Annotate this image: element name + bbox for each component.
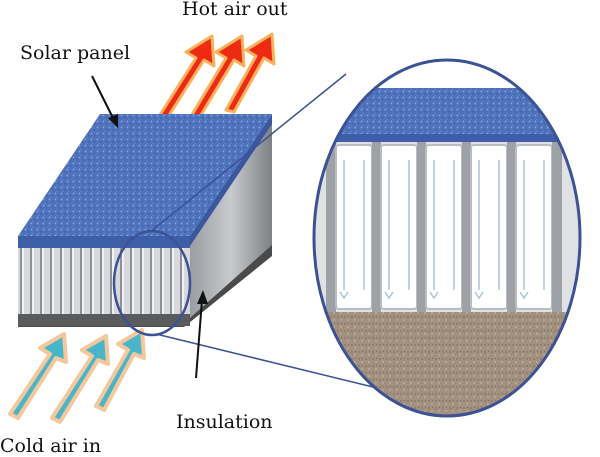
insulation-layer — [18, 243, 272, 327]
insulation-pointer — [195, 299, 203, 379]
insulation-label: Insulation — [176, 411, 273, 433]
hot-air-arrow-icon — [156, 34, 216, 122]
zoom-indicator — [112, 73, 419, 399]
hot-air-out-label: Hot air out — [182, 0, 288, 20]
solar-panel-surface — [18, 114, 272, 236]
zoom-panel-layer — [314, 88, 580, 138]
cold-air-in-label: Cold air in — [0, 435, 102, 457]
cold-air-arrow-icon — [94, 328, 146, 412]
solar-panel-label: Solar panel — [20, 42, 131, 64]
collector-front-face — [18, 246, 190, 316]
collector-side-face — [190, 118, 272, 318]
cold-air-arrow-icon — [8, 332, 68, 420]
insulation-pointer-head-icon — [197, 290, 208, 304]
hot-air-arrow-icon — [224, 32, 276, 114]
zoom-insulation-layer — [314, 312, 580, 416]
pointer-arrows — [91, 75, 208, 379]
zoom-channels — [326, 142, 562, 314]
cold-air-arrows — [8, 328, 146, 424]
hot-air-arrows — [156, 32, 276, 122]
magnified-cross-section — [312, 58, 582, 418]
solar-panel-pointer-head-icon — [108, 114, 118, 128]
hot-air-arrow-icon — [188, 34, 246, 122]
solar-collector — [18, 114, 272, 327]
cold-air-arrow-icon — [50, 334, 110, 424]
zoom-circle-outline — [312, 58, 582, 418]
solar-panel-pointer — [91, 75, 115, 121]
